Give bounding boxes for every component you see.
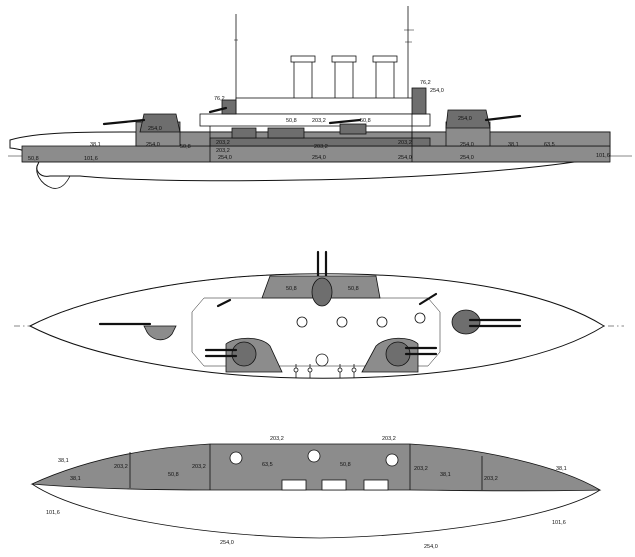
label-deck-seg2: 203,2 — [114, 464, 128, 470]
label-small-gun-aft: 76,2 — [214, 96, 225, 102]
label-deck-end-left: 38,1 — [58, 458, 69, 464]
plan-hatch-2 — [336, 316, 348, 328]
conning-tower — [411, 87, 427, 115]
label-deck-seg6: 50,8 — [340, 462, 351, 468]
label-aft-end-belt: 38,1 — [90, 142, 101, 148]
small-gun-aft-barrel — [208, 106, 228, 114]
label-upper-belt-right: 254,0 — [460, 142, 474, 148]
deck-opening-3 — [363, 479, 389, 491]
label-casemate-lower: 203,2 — [216, 148, 230, 154]
superstructure — [199, 113, 431, 127]
side-profile: 50,8 38,1 101,6 50,8 254,0 254,0 203,2 2… — [8, 6, 632, 189]
label-belt-mid-b: 254,0 — [312, 155, 326, 161]
label-deck-fwd-low: 101,6 — [552, 520, 566, 526]
label-bow-end: 101,6 — [596, 153, 610, 159]
plan-top-turret — [311, 277, 333, 307]
aft-turret-guns — [102, 118, 146, 126]
label-deck-end-right: 38,1 — [556, 466, 567, 472]
plan-fwd-turret — [451, 309, 481, 335]
label-belt-mid-a: 254,0 — [218, 155, 232, 161]
deck-opening-2 — [321, 479, 347, 491]
label-deck-seg7: 203,2 — [414, 466, 428, 472]
label-bridge-a: 50,8 — [286, 118, 297, 124]
label-belt-aft: 101,6 — [84, 156, 98, 162]
label-deck-aft: 50,8 — [180, 144, 191, 150]
boat-deck — [235, 97, 415, 115]
sec-gun — [328, 118, 362, 125]
plan-hatch-3 — [376, 316, 388, 328]
plan-aft-turret — [143, 325, 177, 341]
fwd-turret-guns — [484, 114, 522, 122]
label-upper-belt-mid: 203,2 — [314, 144, 328, 150]
label-bridge-b: 203,2 — [312, 118, 326, 124]
plan-fittings — [293, 364, 357, 378]
deck-armor-area — [30, 443, 602, 492]
label-deck-bottom-a: 254,0 — [220, 540, 234, 546]
label-sec-gun: 50,8 — [360, 118, 371, 124]
small-gun-aft — [221, 99, 237, 115]
fwd-turret — [445, 109, 491, 129]
deck-hatch-2 — [307, 449, 321, 463]
label-fwd-belt: 254,0 — [460, 155, 474, 161]
label-deck-bottom-b: 254,0 — [424, 544, 438, 550]
label-deck-top-a: 203,2 — [270, 436, 284, 442]
label-bow-belt: 63,5 — [544, 142, 555, 148]
label-deck-seg4: 203,2 — [192, 464, 206, 470]
label-plan-right-box: 50,8 — [348, 286, 359, 292]
label-deck-seg3: 50,8 — [168, 472, 179, 478]
label-belt-mid-c: 254,0 — [398, 155, 412, 161]
label-deck-seg9: 203,2 — [484, 476, 498, 482]
label-stern-belt: 50,8 — [28, 156, 39, 162]
label-deck-seg1: 38,1 — [70, 476, 81, 482]
plan-superstructure — [191, 297, 441, 367]
deck-opening-1 — [281, 479, 307, 491]
aft-turret — [139, 113, 181, 133]
label-plan-left-box: 50,8 — [286, 286, 297, 292]
stern-ram — [36, 163, 71, 189]
label-conning: 254,0 — [430, 88, 444, 94]
deck-plan-hull-lower — [31, 483, 601, 539]
plan-view: 50,8 50,8 — [14, 250, 624, 379]
label-casemate-right: 203,2 — [398, 140, 412, 146]
plan-hatch-1 — [296, 316, 308, 328]
label-deck-aft-low: 101,6 — [46, 510, 60, 516]
label-deck-seg8: 38,1 — [440, 472, 451, 478]
label-small-gun-fwd: 76,2 — [420, 80, 431, 86]
label-fwd-end-belt: 38,1 — [508, 142, 519, 148]
label-aft-turret-lower: 254,0 — [146, 142, 160, 148]
deck-hatch-1 — [229, 451, 243, 465]
label-fwd-turret: 254,0 — [458, 116, 472, 122]
deck-hatch-3 — [385, 453, 399, 467]
label-deck-top-b: 203,2 — [382, 436, 396, 442]
label-casemate-top-a: 203,2 — [216, 140, 230, 146]
plan-hatch-4 — [315, 353, 329, 367]
label-aft-turret-upper: 254,0 — [148, 126, 162, 132]
label-deck-seg5: 63,5 — [262, 462, 273, 468]
deck-plan: 203,2 203,2 38,1 38,1 101,6 101,6 254,0 … — [30, 436, 602, 550]
